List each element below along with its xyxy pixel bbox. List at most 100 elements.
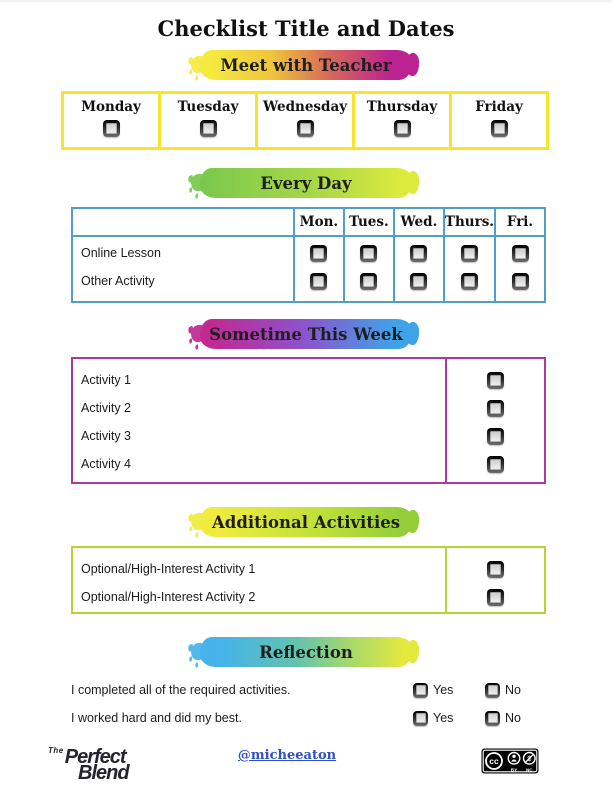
cc-by-nc-license-badge: cc BY $ NC: [481, 748, 539, 774]
page-title: Checklist Title and Dates: [157, 16, 455, 41]
row-label: Other Activity: [81, 274, 155, 288]
yes-label: Yes: [433, 711, 454, 725]
no-option: No: [485, 682, 521, 698]
activity-labels: Optional/High-Interest Activity 1 Option…: [73, 548, 445, 612]
cc-icon: cc: [485, 752, 503, 770]
nc-dollar-icon: $ NC: [522, 751, 536, 772]
day-column-wed: Wed.: [392, 209, 443, 301]
checkbox-optional-activity-2[interactable]: [487, 588, 504, 606]
checkbox-other-activity-thurs[interactable]: [460, 272, 478, 290]
checkbox-worked-hard-no[interactable]: [485, 710, 500, 726]
yes-option: Yes: [413, 710, 454, 726]
day-header: Friday: [475, 99, 523, 115]
no-label: No: [505, 683, 521, 697]
footer-handle-wrap: @micheeaton: [0, 746, 574, 764]
banner-every-day: Every Day: [200, 168, 412, 198]
reflection-row: I completed all of the required activiti…: [71, 676, 548, 704]
logo-blend: Blend: [78, 762, 130, 784]
every-day-table: Online Lesson Other Activity Mon. Tues. …: [71, 207, 546, 303]
day-abbr-header: Thurs.: [444, 209, 494, 237]
row-label-column: Online Lesson Other Activity: [73, 209, 293, 301]
reflection-section: I completed all of the required activiti…: [71, 676, 548, 732]
banner-meet-with-teacher: Meet with Teacher: [200, 50, 412, 80]
checkbox-activity-4[interactable]: [487, 455, 504, 473]
day-column-mon: Mon.: [292, 209, 343, 301]
activity-label: Activity 2: [81, 401, 132, 415]
svg-text:BY: BY: [511, 767, 517, 772]
meet-with-teacher-table: Monday Tuesday Wednesday Thursday Friday: [61, 91, 549, 150]
day-header: Wednesday: [262, 99, 348, 115]
reflection-statement: I completed all of the required activiti…: [71, 683, 291, 697]
activity-label: Optional/High-Interest Activity 2: [81, 590, 256, 604]
checkbox-online-lesson-thurs[interactable]: [460, 244, 478, 262]
checkbox-friday[interactable]: [490, 120, 508, 137]
checkbox-activity-3[interactable]: [487, 427, 504, 445]
svg-text:NC: NC: [526, 767, 533, 772]
checkbox-online-lesson-tues[interactable]: [360, 244, 378, 262]
day-column-thurs: Thurs.: [442, 209, 494, 301]
svg-text:cc: cc: [489, 756, 499, 766]
reflection-statement: I worked hard and did my best.: [71, 711, 242, 725]
banner-label: Meet with Teacher: [220, 55, 392, 75]
checkbox-completed-yes[interactable]: [413, 682, 428, 698]
checkbox-thursday[interactable]: [393, 120, 411, 137]
activity-checkbox-column: [445, 359, 544, 482]
logo-perfect: Perfect: [64, 746, 127, 768]
day-column-wednesday: Wednesday: [255, 94, 352, 147]
day-column-monday: Monday: [64, 94, 158, 147]
banner-label: Reflection: [259, 642, 353, 662]
sometime-this-week-table: Activity 1 Activity 2 Activity 3 Activit…: [71, 357, 546, 484]
checkbox-optional-activity-1[interactable]: [487, 560, 504, 578]
checkbox-worked-hard-yes[interactable]: [413, 710, 428, 726]
checkbox-activity-2[interactable]: [487, 399, 504, 417]
day-header: Thursday: [366, 99, 438, 115]
no-label: No: [505, 711, 521, 725]
day-column-fri: Fri.: [494, 209, 544, 301]
day-column-tues: Tues.: [342, 209, 393, 301]
day-column-friday: Friday: [449, 94, 546, 147]
day-abbr-header: Wed.: [394, 209, 443, 237]
day-abbr-header: Fri.: [496, 209, 544, 237]
day-abbr-header: Mon.: [294, 209, 343, 237]
yes-label: Yes: [433, 683, 454, 697]
activity-checkbox-column: [445, 548, 544, 612]
empty-header-cell: [73, 209, 293, 237]
author-handle-link[interactable]: @micheeaton: [237, 748, 337, 763]
checkbox-other-activity-mon[interactable]: [310, 272, 328, 290]
banner-sometime-this-week: Sometime This Week: [200, 319, 412, 349]
yes-option: Yes: [413, 682, 454, 698]
no-option: No: [485, 710, 521, 726]
checkbox-wednesday[interactable]: [296, 120, 314, 137]
logo-the: The: [48, 746, 64, 755]
checkbox-completed-no[interactable]: [485, 682, 500, 698]
perfect-blend-logo: ThePerfect Blend: [48, 746, 130, 784]
day-column-thursday: Thursday: [352, 94, 449, 147]
banner-additional-activities: Additional Activities: [200, 507, 412, 537]
checkbox-other-activity-fri[interactable]: [511, 272, 529, 290]
day-column-tuesday: Tuesday: [158, 94, 255, 147]
activity-labels: Activity 1 Activity 2 Activity 3 Activit…: [73, 359, 445, 482]
day-header: Monday: [81, 99, 141, 115]
day-header: Tuesday: [177, 99, 239, 115]
checkbox-other-activity-wed[interactable]: [410, 272, 428, 290]
checkbox-online-lesson-wed[interactable]: [410, 244, 428, 262]
checkbox-tuesday[interactable]: [199, 120, 217, 137]
banner-reflection: Reflection: [200, 637, 412, 667]
activity-label: Activity 4: [81, 457, 132, 471]
banner-label: Additional Activities: [211, 512, 400, 532]
checkbox-online-lesson-fri[interactable]: [511, 244, 529, 262]
by-person-icon: BY: [507, 751, 521, 772]
day-abbr-header: Tues.: [344, 209, 393, 237]
activity-label: Activity 1: [81, 373, 132, 387]
banner-label: Every Day: [260, 173, 352, 193]
checkbox-activity-1[interactable]: [487, 371, 504, 389]
additional-activities-table: Optional/High-Interest Activity 1 Option…: [71, 546, 546, 614]
checkbox-online-lesson-mon[interactable]: [310, 244, 328, 262]
reflection-row: I worked hard and did my best. Yes No: [71, 704, 548, 732]
banner-label: Sometime This Week: [209, 324, 403, 344]
row-label: Online Lesson: [81, 246, 161, 260]
checkbox-other-activity-tues[interactable]: [360, 272, 378, 290]
activity-label: Optional/High-Interest Activity 1: [81, 562, 256, 576]
checkbox-monday[interactable]: [102, 120, 120, 137]
